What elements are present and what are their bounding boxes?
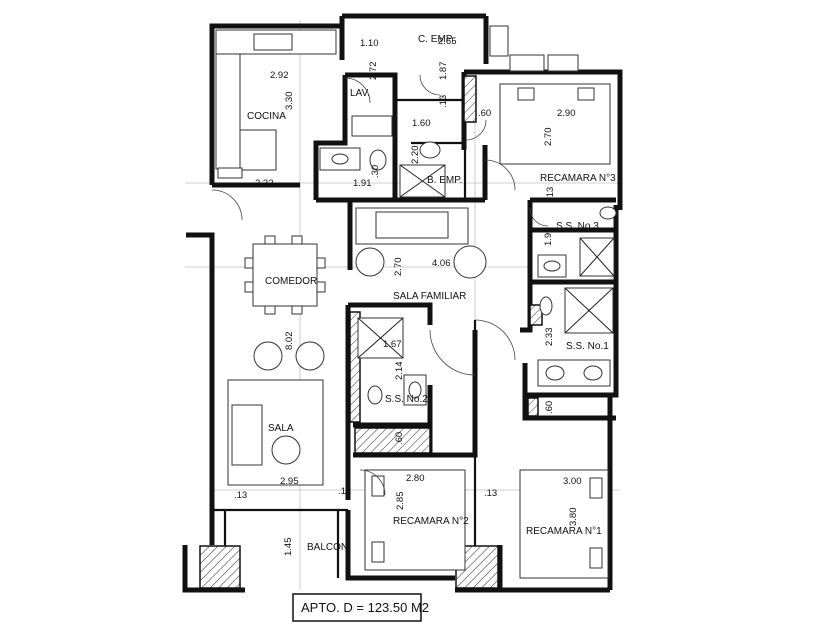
fixtures <box>319 25 617 406</box>
dim-b-emp-width: 1.60 <box>412 118 431 129</box>
dim-rec3-depth: 2.70 <box>543 128 554 147</box>
label-sala-familiar: SALA FAMILIAR <box>393 291 466 302</box>
dim-ss1-60: .60 <box>544 401 555 414</box>
dim-family-width: 4.06 <box>432 258 451 269</box>
plan-title-box: APTO. D = 123.50 M2 <box>292 593 429 622</box>
dim-balcony-13: .13 <box>338 486 351 497</box>
plan-title: APTO. D = 123.50 M2 <box>301 600 429 615</box>
dim-kitchen-width: 2.92 <box>270 70 289 81</box>
dim-ss2-width: 1.67 <box>383 339 402 350</box>
dim-rec3-width: 2.90 <box>557 108 576 119</box>
label-recamara-2: RECAMARA N°2 <box>393 516 469 527</box>
label-comedor: COMEDOR <box>265 276 317 287</box>
dim-c-emp-width: 1.10 <box>360 38 379 49</box>
dim-ss2-depth: 2.14 <box>394 362 405 381</box>
label-ss-3: S.S. No.3 <box>556 221 599 232</box>
label-lav: LAV. <box>350 88 370 99</box>
dim-living-13: .13 <box>234 490 247 501</box>
label-b-emp: B. EMP. <box>427 175 462 186</box>
dim-rec3-60: .60 <box>478 108 491 119</box>
label-recamara-1: RECAMARA N°1 <box>526 526 602 537</box>
dim-c-emp-2: 2.65 <box>438 36 457 47</box>
dim-b-emp-lower: 1.91 <box>353 178 372 189</box>
dim-c-emp-depth: 1.87 <box>438 62 449 81</box>
dimension-labels: 2.92 3.30 2.32 2.72 1.10 1.87 2.65 1.60 … <box>234 36 582 556</box>
label-cocina: COCINA <box>247 111 286 122</box>
dim-family-depth: 2.70 <box>393 258 404 277</box>
dim-kitchen-depth: 3.30 <box>284 92 295 111</box>
walls <box>182 13 623 593</box>
label-ss-1: S.S. No.1 <box>566 341 609 352</box>
dim-rec2-depth: 2.85 <box>395 492 406 511</box>
room-labels: COCINA LAV. C. EMP. B. EMP. COMEDOR SALA… <box>247 34 616 553</box>
dim-rec3-13: .13 <box>545 187 556 200</box>
label-recamara-3: RECAMARA N°3 <box>540 173 616 184</box>
label-ss-2: S.S. No.2 <box>385 394 428 405</box>
dim-ss2-60: .60 <box>394 432 405 445</box>
dim-small-13-a: .13 <box>438 95 449 108</box>
kitchen-counters <box>215 29 337 179</box>
dim-rec1-width: 3.00 <box>563 476 582 487</box>
dim-rec2-width: 2.80 <box>406 473 425 484</box>
furniture <box>227 83 611 579</box>
dim-ss1-depth: 2.33 <box>544 328 555 347</box>
dim-small-30: .30 <box>370 165 381 178</box>
label-sala: SALA <box>268 423 294 434</box>
dim-kitchen-lower: 2.32 <box>255 178 274 189</box>
dim-living-width: 2.95 <box>280 476 299 487</box>
dim-lav-depth: 2.72 <box>368 62 379 81</box>
dim-living-depth: 8.02 <box>284 332 295 351</box>
dim-b-emp-depth: 2.20 <box>410 146 421 165</box>
dim-ss3-depth: 1.90 <box>543 228 554 247</box>
label-c-emp: C. EMP. <box>418 34 454 45</box>
dim-balcony-depth: 1.45 <box>283 538 294 557</box>
dim-rec1-13: .13 <box>484 488 497 499</box>
dim-rec1-depth: 3.80 <box>568 508 579 527</box>
label-balcon: BALCON <box>307 542 348 553</box>
door-swings <box>211 74 549 496</box>
